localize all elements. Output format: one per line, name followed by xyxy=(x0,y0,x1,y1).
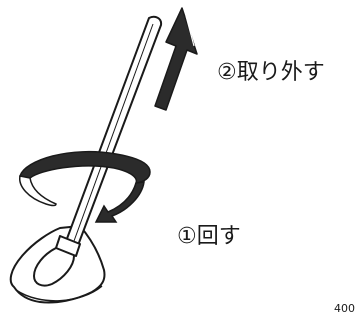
nozzle-shaft xyxy=(55,15,163,257)
figure-code: 400 xyxy=(334,302,355,315)
rotate-arrow xyxy=(19,150,151,223)
step1-rotate-label: ①回す xyxy=(177,224,241,249)
nozzle-base xyxy=(9,225,106,304)
step2-remove-label: ②取り外す xyxy=(217,60,325,85)
lift-arrow xyxy=(154,7,198,111)
